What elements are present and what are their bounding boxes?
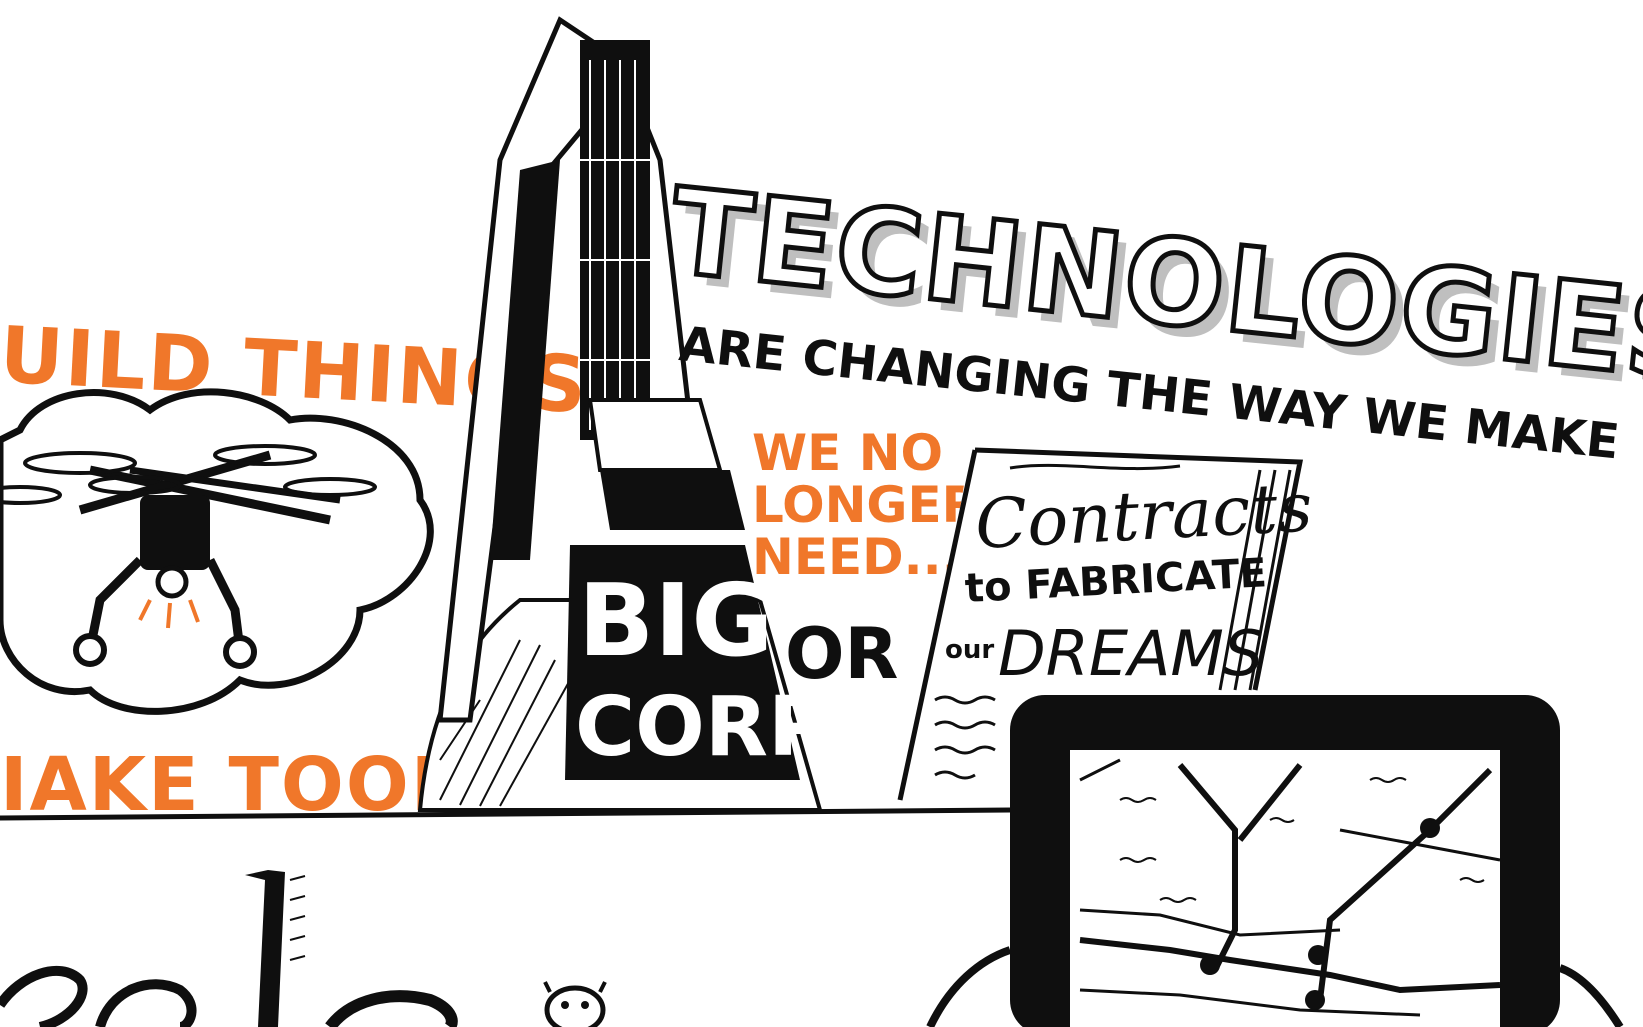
- orange-note: WE NO LONGER NEED...: [752, 424, 980, 586]
- our-word: our: [945, 635, 994, 665]
- tablet-map-icon: [926, 695, 1624, 1027]
- critter-icon: [543, 981, 607, 1027]
- big-corp-block: [565, 545, 800, 780]
- drone-icon: [0, 444, 377, 669]
- script-lettering-icon: [0, 870, 458, 1027]
- orange-note-line1: WE NO: [752, 424, 943, 482]
- ground-line: [0, 807, 1011, 821]
- orange-note-line2: LONGER: [752, 476, 980, 534]
- skyscraper-icon: [417, 16, 823, 812]
- dreams-word: DREAMS: [998, 617, 1263, 690]
- or-word: OR: [785, 613, 898, 695]
- contract-document-icon: [897, 447, 1304, 801]
- contracts-word: Contracts: [973, 468, 1314, 565]
- drone-cloud: [0, 388, 434, 715]
- corp-word: CORP: [575, 680, 828, 775]
- big-word: BIG: [578, 562, 774, 679]
- orange-note-line3: NEED...: [752, 528, 961, 586]
